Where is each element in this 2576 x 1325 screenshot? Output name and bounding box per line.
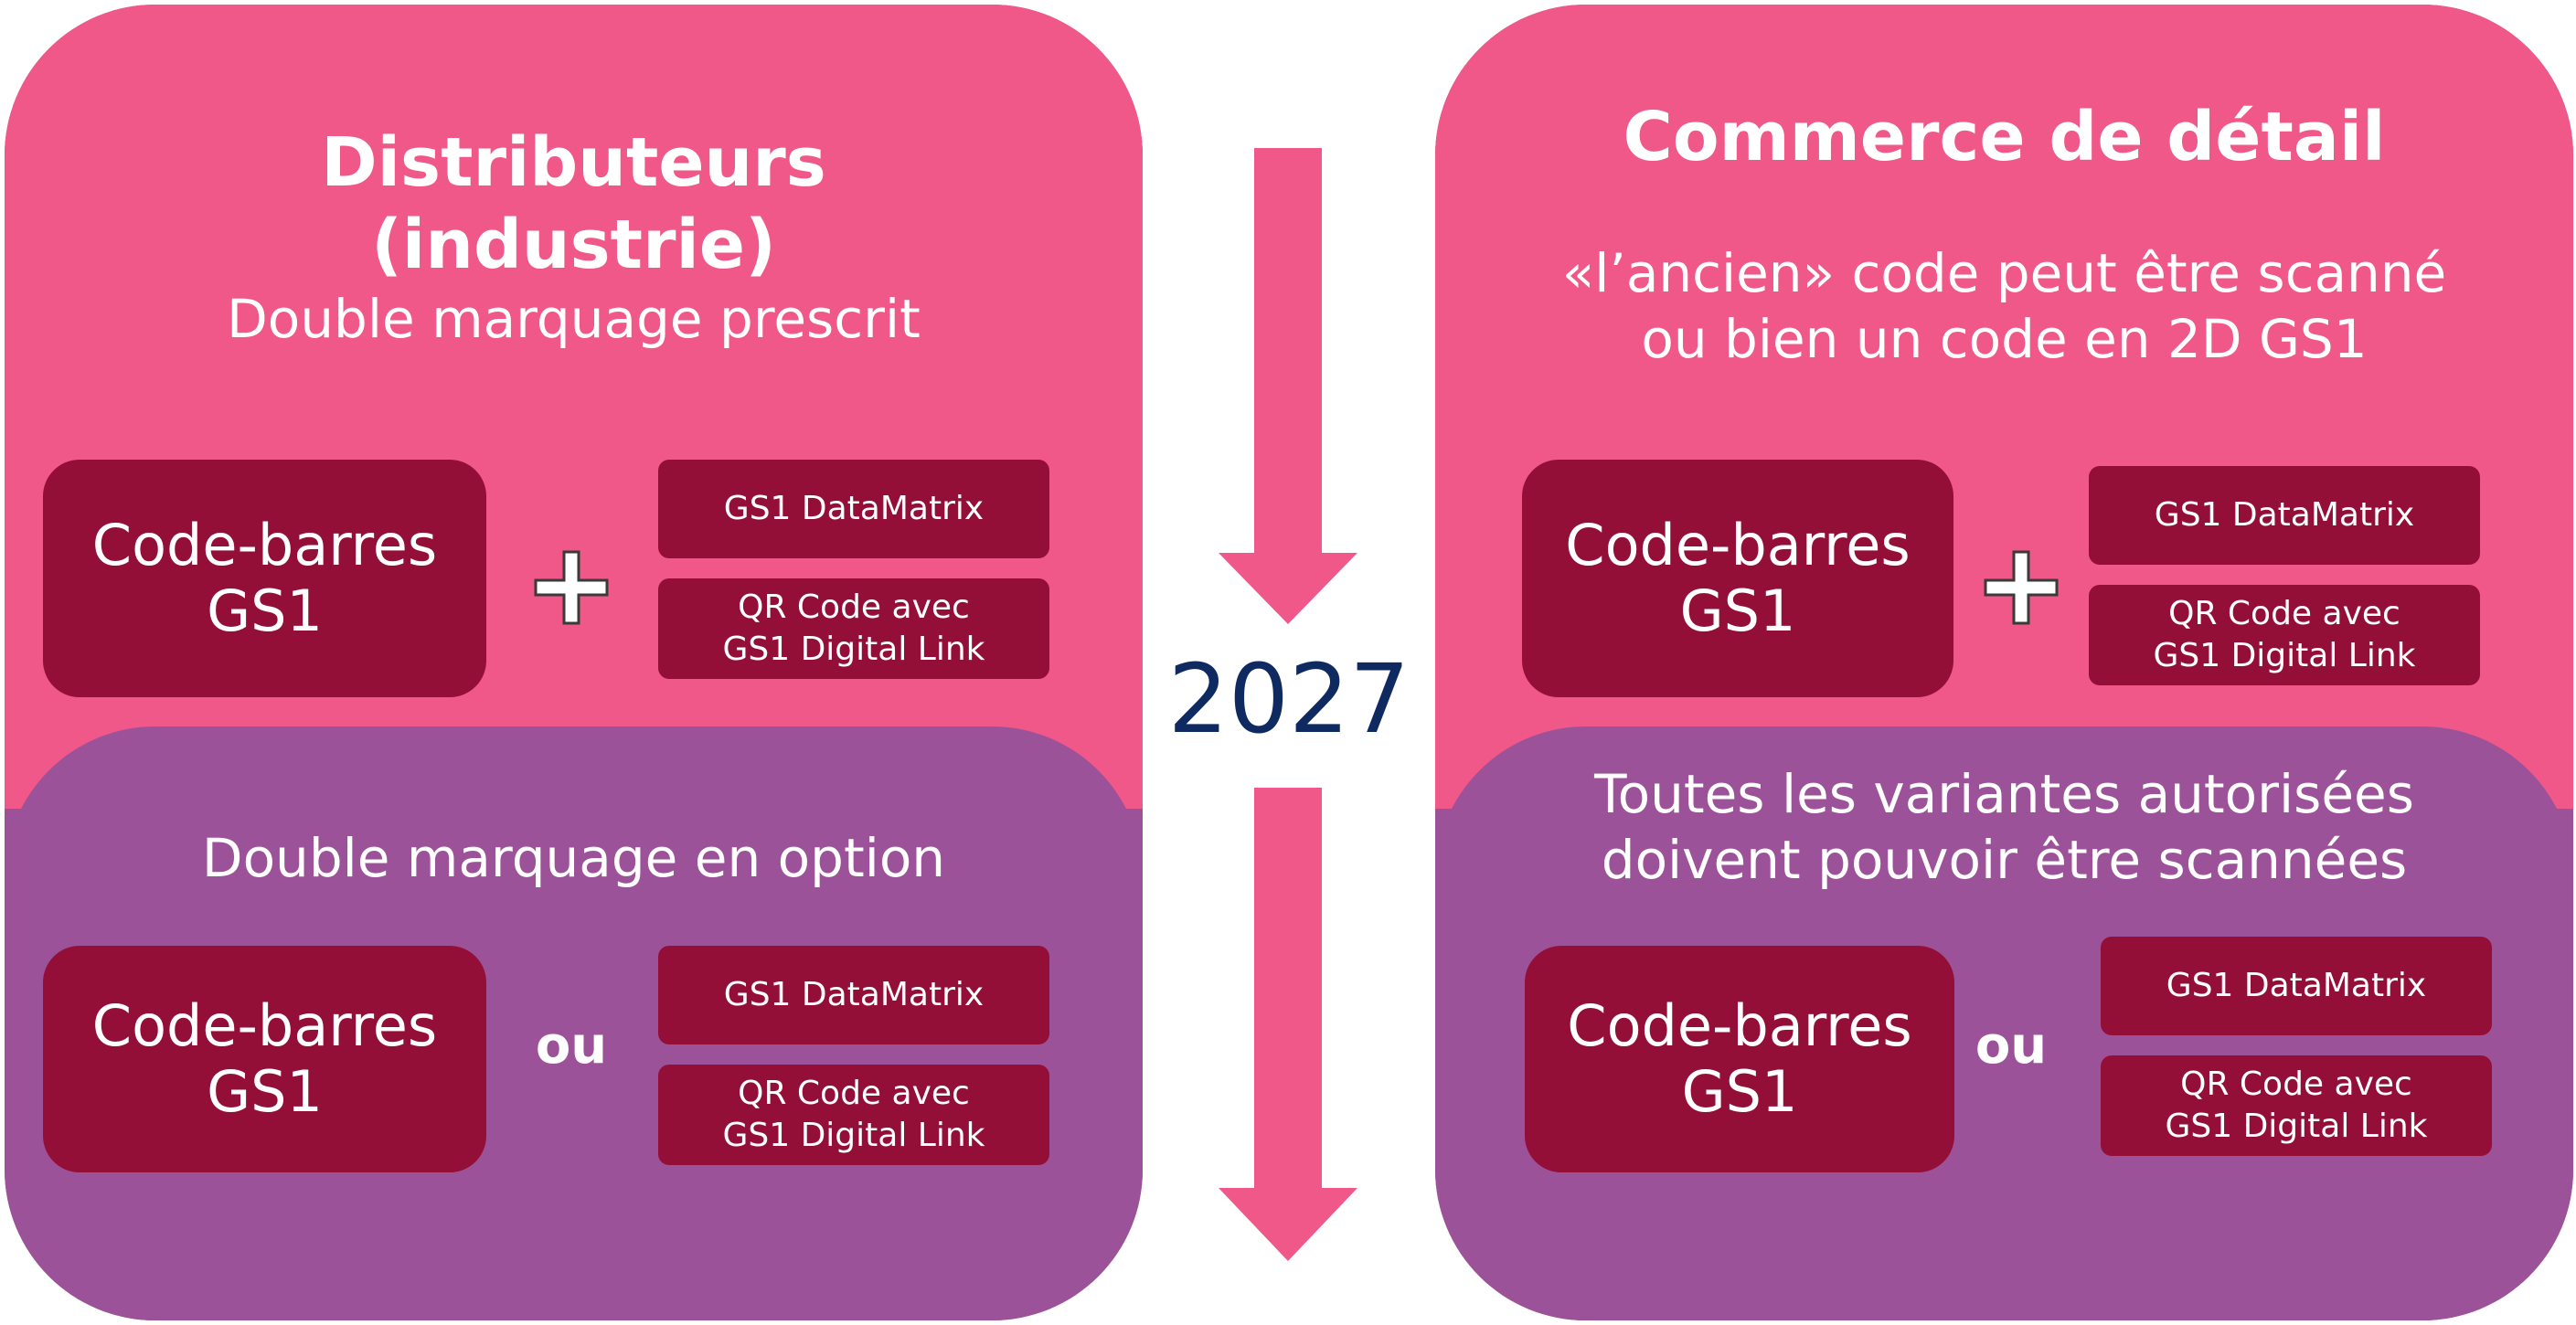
left-plus-icon	[534, 550, 609, 625]
left-bottom-subtitle: Double marquage en option	[201, 827, 946, 889]
left-top-option1-box: GS1 DataMatrix	[658, 460, 1049, 558]
right-bottom-section: Toutes les variantes autorisées doivent …	[1435, 726, 2573, 1320]
left-bottom-option2-box: QR Code avec GS1 Digital Link	[658, 1065, 1049, 1165]
left-subtitle: Double marquage prescrit	[227, 288, 921, 350]
right-top-option1-box: GS1 DataMatrix	[2089, 466, 2480, 565]
left-bottom-option1-box: GS1 DataMatrix	[658, 946, 1049, 1044]
left-bottom-main-code-box: Code-barres GS1	[43, 946, 486, 1172]
right-plus-icon	[1984, 550, 2059, 625]
left-bottom-section: Double marquage en option Code-barres GS…	[5, 726, 1143, 1320]
left-top-option2-box: QR Code avec GS1 Digital Link	[658, 578, 1049, 679]
right-top-section: Commerce de détail «l’ancien» code peut …	[1435, 5, 2573, 809]
right-subtitle: «l’ancien» code peut être scanné ou bien…	[1561, 242, 2447, 370]
right-bottom-option2-box: QR Code avec GS1 Digital Link	[2101, 1055, 2492, 1156]
timeline-arrow-down-bottom	[1219, 788, 1357, 1261]
right-panel-commerce: Commerce de détail «l’ancien» code peut …	[1435, 5, 2573, 1320]
right-ou-label: ou	[1975, 1016, 2048, 1076]
left-panel-distributeurs: Distributeurs (industrie) Double marquag…	[5, 5, 1143, 1320]
left-title-line2: (industrie)	[371, 206, 776, 284]
left-ou-label: ou	[535, 1016, 608, 1076]
right-title: Commerce de détail	[1623, 98, 2386, 176]
right-bottom-subtitle: Toutes les variantes autorisées doivent …	[1594, 763, 2414, 891]
left-top-section: Distributeurs (industrie) Double marquag…	[5, 5, 1143, 809]
right-top-option2-box: QR Code avec GS1 Digital Link	[2089, 585, 2480, 685]
right-bottom-option1-box: GS1 DataMatrix	[2101, 937, 2492, 1035]
year-label: 2027	[1167, 643, 1410, 755]
timeline-arrow-down-top	[1219, 148, 1357, 624]
right-bottom-main-code-box: Code-barres GS1	[1525, 946, 1954, 1172]
left-title-line1: Distributeurs	[321, 123, 826, 202]
left-top-main-code-box: Code-barres GS1	[43, 460, 486, 697]
right-top-main-code-box: Code-barres GS1	[1522, 460, 1953, 697]
